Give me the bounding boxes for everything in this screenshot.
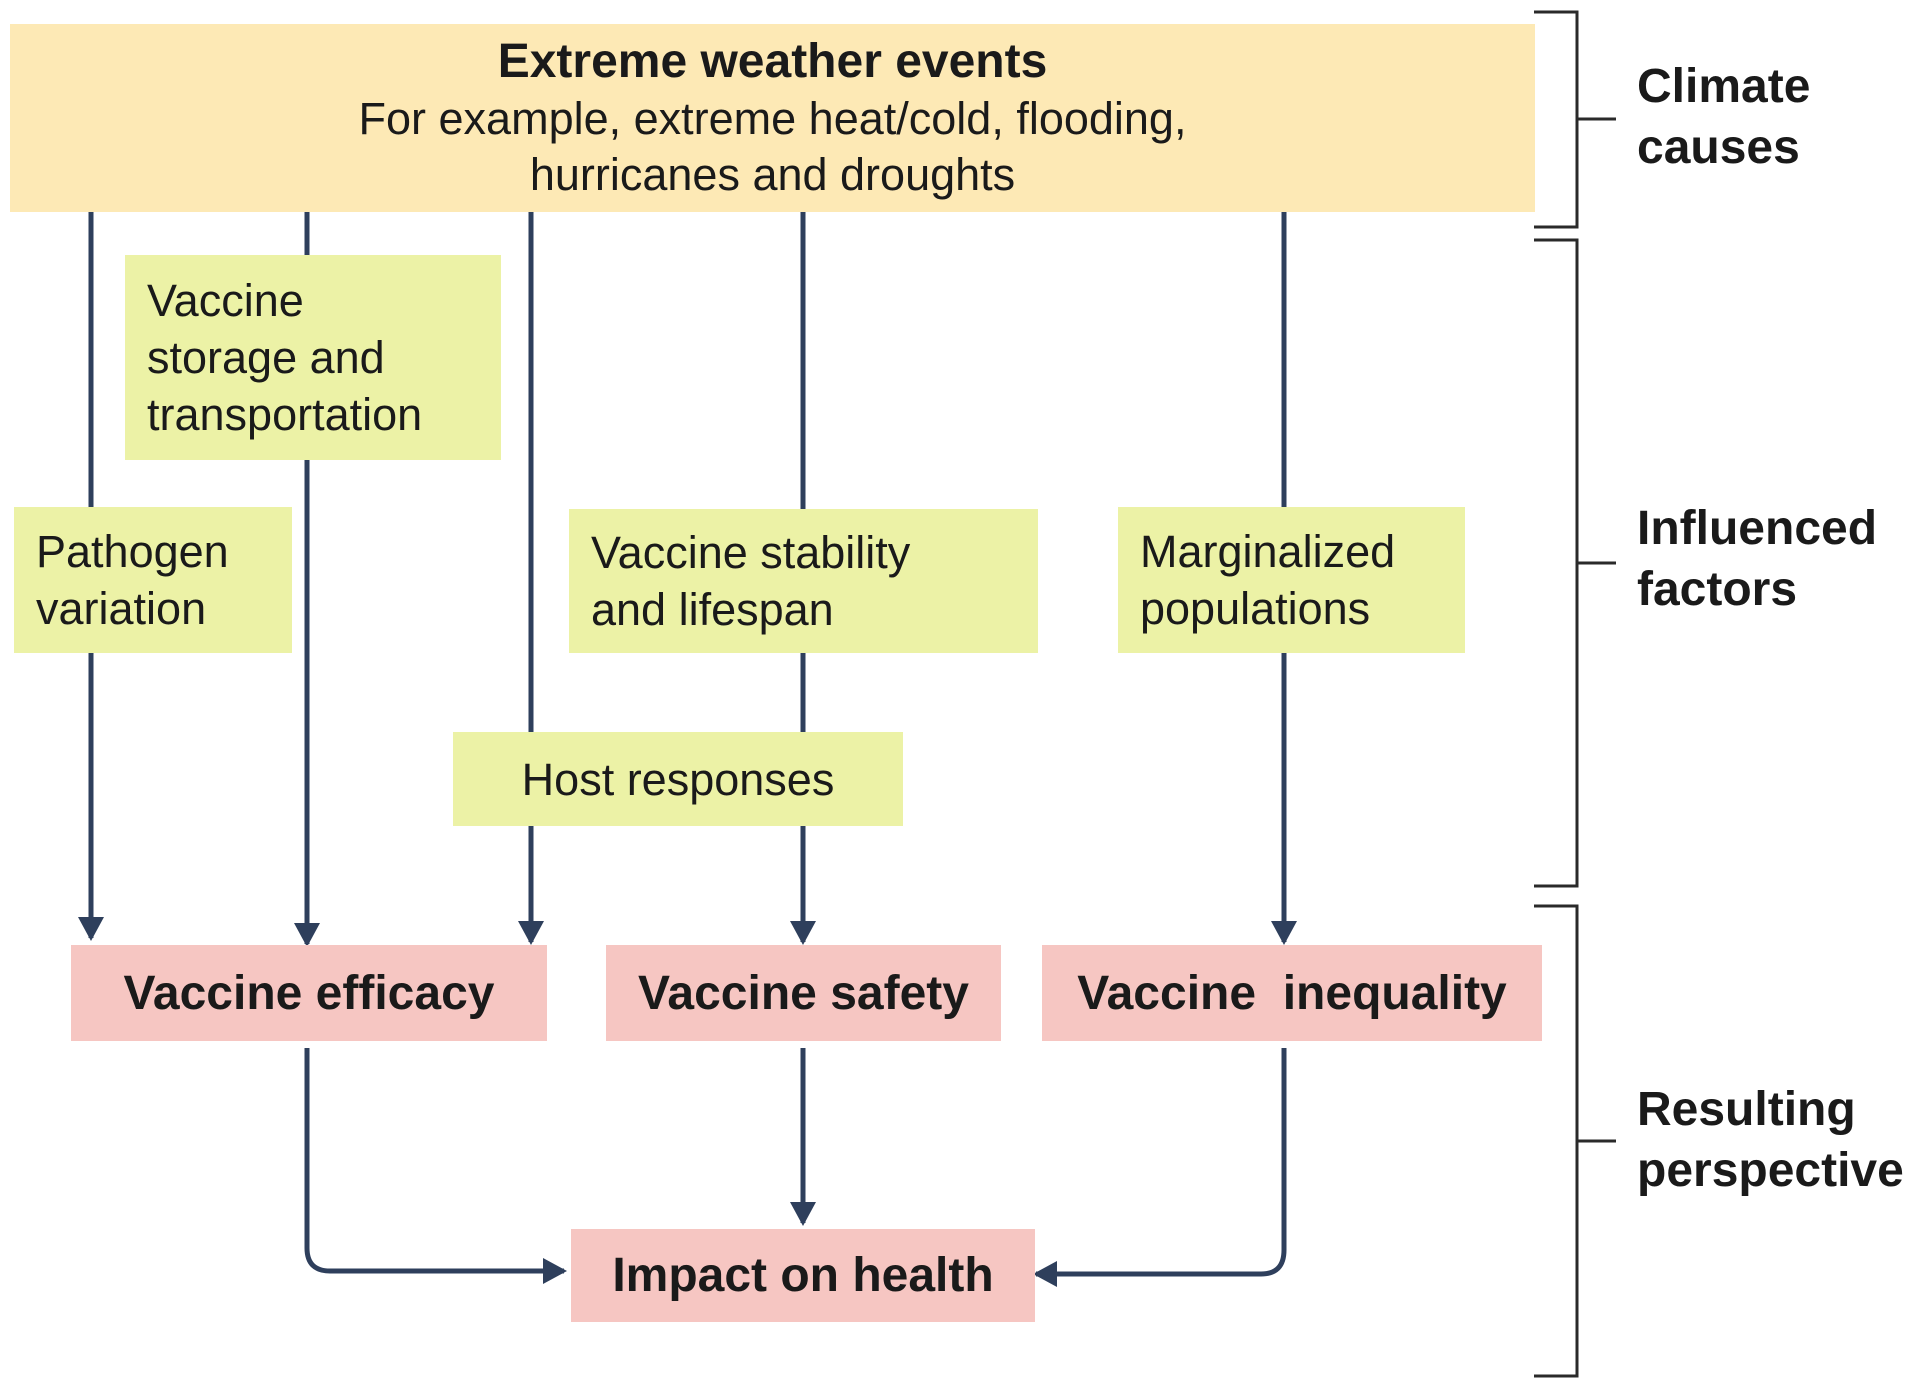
vaccine-efficacy-box: Vaccine efficacy bbox=[71, 945, 547, 1041]
vaccine-storage-line-2: storage and bbox=[147, 332, 385, 383]
extreme-weather-description-line-2: hurricanes and droughts bbox=[529, 149, 1016, 200]
vaccine-inequality-label: Vaccine inequality bbox=[1077, 966, 1507, 1020]
vaccine-safety-box: Vaccine safety bbox=[606, 945, 1001, 1041]
vaccine-safety-label: Vaccine safety bbox=[638, 966, 969, 1020]
climate-causes-label: Climate causes bbox=[1637, 56, 1810, 178]
marginalized-populations-line-1: Marginalized bbox=[1140, 526, 1396, 577]
resulting-perspective-line-2: perspective bbox=[1637, 1144, 1904, 1197]
vaccine-storage-line-1: Vaccine bbox=[147, 275, 304, 326]
vaccine-efficacy-label: Vaccine efficacy bbox=[123, 966, 495, 1020]
vaccine-stability-box: Vaccine stability and lifespan bbox=[569, 509, 1038, 653]
extreme-weather-title: Extreme weather events bbox=[497, 35, 1048, 88]
climate-causes-line-2: causes bbox=[1637, 121, 1800, 174]
pathogen-variation-line-2: variation bbox=[36, 583, 207, 634]
host-responses-label: Host responses bbox=[521, 753, 835, 805]
bracket-resulting bbox=[1534, 904, 1616, 1378]
arrow-efficacy-to-impact bbox=[304, 1048, 567, 1284]
marginalized-populations-line-2: populations bbox=[1140, 583, 1371, 634]
resulting-perspective-line-1: Resulting bbox=[1637, 1083, 1856, 1136]
vaccine-inequality-box: Vaccine inequality bbox=[1042, 945, 1542, 1041]
marginalized-populations-box: Marginalized populations bbox=[1118, 507, 1465, 653]
vaccine-stability-line-2: and lifespan bbox=[591, 584, 834, 635]
impact-on-health-box: Impact on health bbox=[571, 1229, 1035, 1322]
influenced-factors-label: Influenced factors bbox=[1637, 498, 1877, 620]
vaccine-stability-line-1: Vaccine stability bbox=[591, 527, 911, 578]
vaccine-storage-box: Vaccine storage and transportation bbox=[125, 255, 501, 460]
climate-causes-line-1: Climate bbox=[1637, 60, 1811, 113]
extreme-weather-description-line-1: For example, extreme heat/cold, flooding… bbox=[358, 93, 1187, 144]
pathogen-variation-line-1: Pathogen bbox=[36, 526, 229, 577]
pathogen-variation-box: Pathogen variation bbox=[14, 507, 292, 653]
resulting-perspective-label: Resulting perspective bbox=[1637, 1079, 1904, 1201]
bracket-influenced bbox=[1534, 238, 1616, 888]
influenced-factors-line-2: factors bbox=[1637, 563, 1798, 616]
influenced-factors-line-1: Influenced bbox=[1637, 502, 1878, 555]
vaccine-storage-line-3: transportation bbox=[147, 389, 423, 440]
extreme-weather-box: Extreme weather events For example, extr… bbox=[10, 24, 1535, 212]
impact-on-health-label: Impact on health bbox=[612, 1249, 994, 1302]
arrow-inequality-to-impact bbox=[1033, 1048, 1287, 1287]
host-responses-box: Host responses bbox=[453, 732, 903, 826]
bracket-climate bbox=[1534, 10, 1616, 229]
